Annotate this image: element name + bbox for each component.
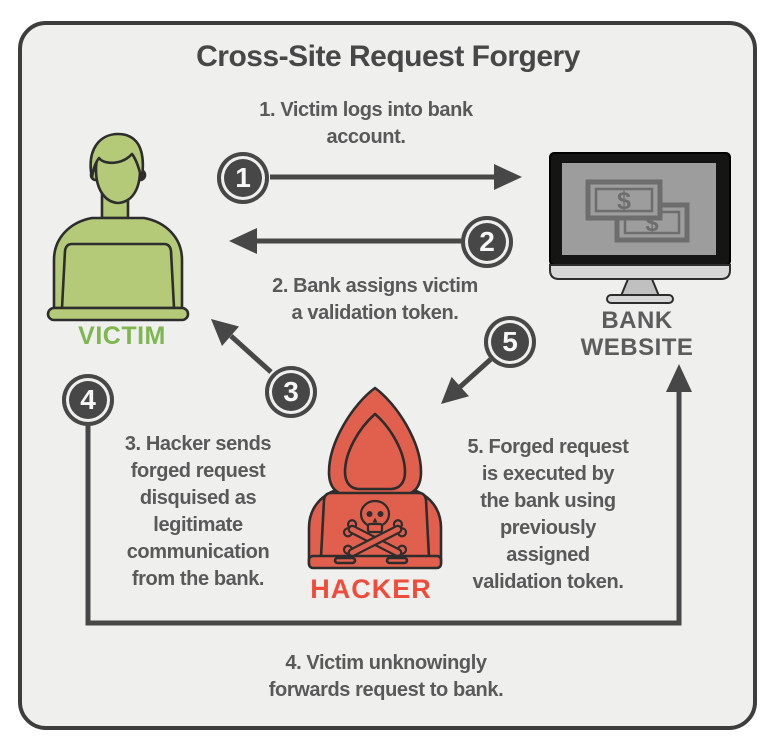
hacker-figure <box>307 386 443 570</box>
bank-website-label: BANK WEBSITE <box>580 307 694 361</box>
hacker-label: HACKER <box>310 574 432 604</box>
step-badge-1: 1 <box>217 152 269 204</box>
step-3-text: 3. Hacker sends forged request disquised… <box>124 433 272 590</box>
bank-monitor-figure: $ $ <box>549 152 731 304</box>
step-badge-2: 2 <box>461 216 513 268</box>
banknote-front-icon: $ <box>585 179 663 221</box>
dollar-icon: $ <box>617 187 631 215</box>
laptop-hinge-right <box>385 556 409 565</box>
skull-crossbones-icon <box>342 499 408 563</box>
step-badge-3: 3 <box>265 366 317 418</box>
step-5-text: 5. Forged request is executed by the ban… <box>467 436 629 593</box>
monitor-stand-base <box>606 294 674 304</box>
skull-jaw <box>366 522 384 534</box>
monitor-chin <box>549 264 731 280</box>
step-badge-4: 4 <box>62 374 114 426</box>
monitor-stand-neck <box>619 278 661 297</box>
laptop-hinge-left <box>333 556 357 565</box>
step-1-text: 1. Victim logs into bank account. <box>259 99 473 148</box>
step-4-text: 4. Victim unknowingly forwards request t… <box>268 652 504 701</box>
victim-label: VICTIM <box>78 322 166 350</box>
hacker-hood-inner <box>343 412 407 491</box>
step-badge-5: 5 <box>484 316 536 368</box>
step-2-text: 2. Bank assigns victim a validation toke… <box>272 275 478 324</box>
victim-figure <box>46 132 190 322</box>
page-title: Cross-Site Request Forgery <box>196 40 580 73</box>
victim-laptop-lid <box>60 242 176 310</box>
hacker-laptop-base <box>307 554 443 570</box>
victim-laptop-base <box>46 306 190 322</box>
victim-hair <box>89 132 145 180</box>
